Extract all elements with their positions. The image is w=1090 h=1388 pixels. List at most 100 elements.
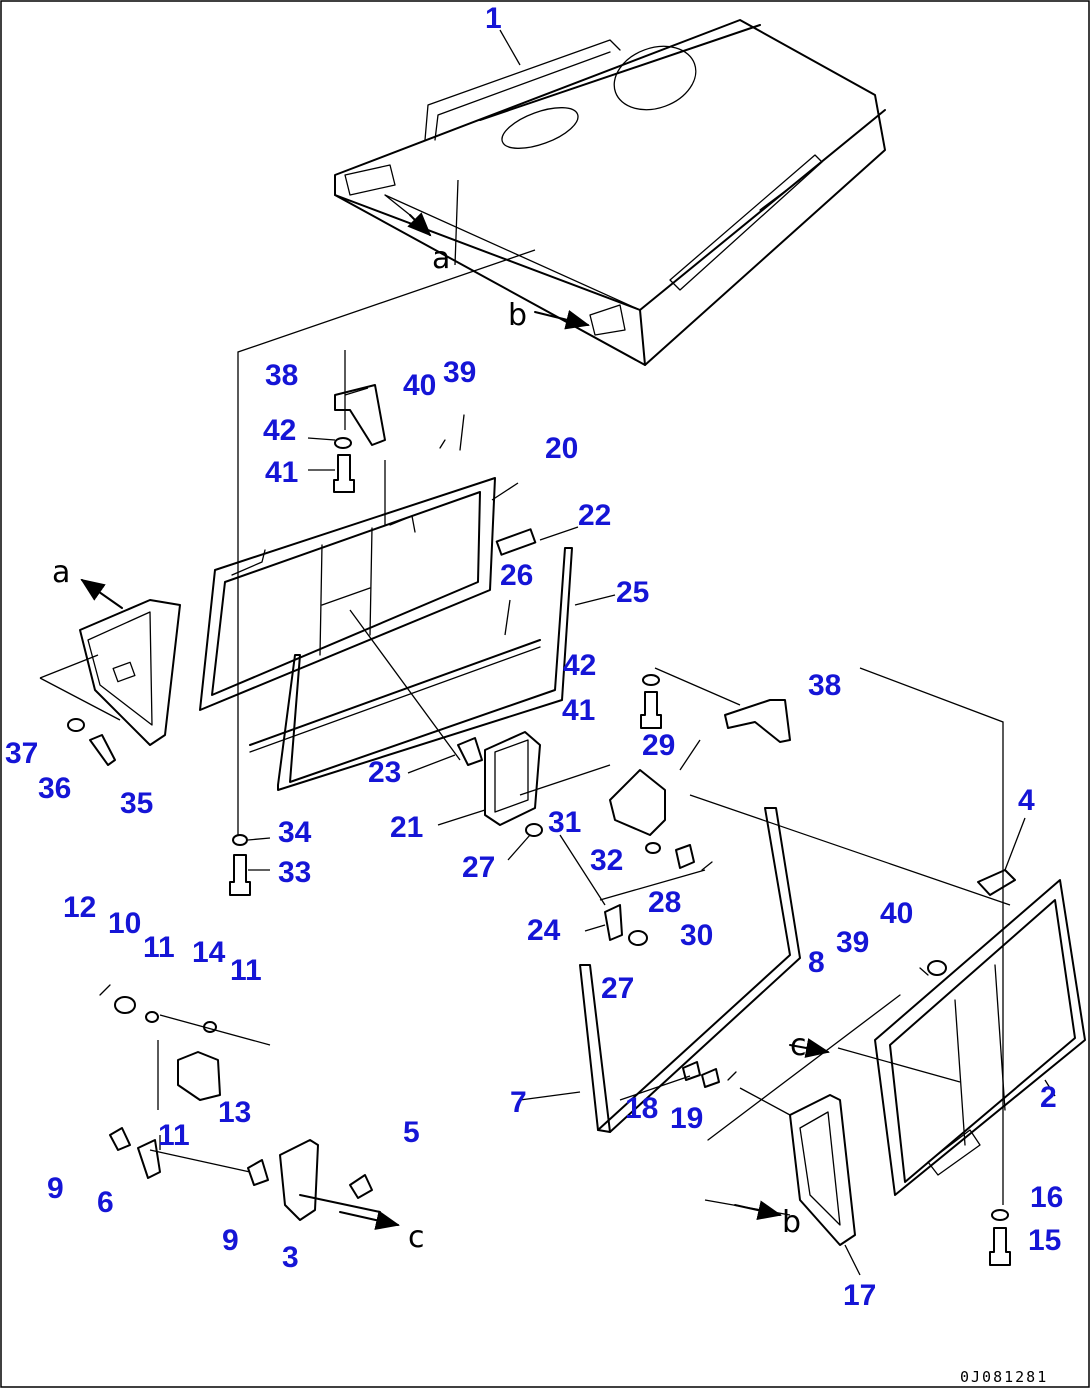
callout-31: 31	[548, 806, 581, 839]
callout-29: 29	[642, 729, 675, 762]
frame-part-25	[277, 547, 573, 791]
drawing-code: 0J081281	[960, 1368, 1048, 1386]
washer-part-34	[232, 834, 248, 846]
callout-34: 34	[278, 816, 312, 849]
bolt-part-15	[989, 1227, 1011, 1266]
callout-19: 19	[670, 1102, 703, 1135]
bolt-part-41-lower	[640, 691, 662, 729]
callout-1: 1	[485, 2, 502, 35]
hinge-part-4	[977, 869, 1016, 896]
callout-28: 28	[648, 886, 681, 919]
door-frame-part-20	[199, 477, 496, 711]
callout-21: 21	[390, 811, 423, 844]
washer-part-10	[114, 996, 136, 1014]
callout-39a: 39	[443, 356, 476, 389]
pin-part-39-lower	[919, 967, 929, 976]
side-cover-part-17	[789, 1094, 856, 1246]
plate-part-29	[609, 769, 666, 836]
callout-14: 14	[192, 936, 226, 969]
side-cover-part-35	[79, 599, 181, 746]
ref-a-left: a	[52, 555, 70, 590]
lock-part-23	[457, 737, 483, 766]
pin-part-40-upper	[439, 439, 446, 449]
pin-part-39-upper	[459, 414, 465, 451]
callout-12: 12	[63, 891, 96, 924]
arrow-c-right	[789, 1038, 830, 1058]
rod-part-8	[707, 994, 901, 1141]
callout-3: 3	[282, 1241, 299, 1274]
knob-part-5	[349, 1174, 373, 1199]
bolt-part-41-upper	[333, 454, 355, 493]
washer-part-16	[991, 1209, 1009, 1221]
callout-leaders	[247, 29, 1056, 1276]
washer-part-11-a	[145, 1011, 159, 1023]
part-40-lower	[927, 960, 947, 976]
arrow-b-bottom	[734, 1200, 782, 1220]
callout-33: 33	[278, 856, 311, 889]
callout-27b: 27	[601, 972, 634, 1005]
arrow-a-left	[80, 578, 123, 609]
pin-part-19	[727, 1071, 737, 1081]
callout-8: 8	[808, 946, 825, 979]
arrow-c-bottom	[339, 1210, 400, 1230]
part-24	[604, 904, 623, 941]
callout-25: 25	[616, 576, 649, 609]
callout-2: 2	[1040, 1081, 1057, 1114]
callout-7: 7	[510, 1086, 527, 1119]
nut-part-27-b	[628, 930, 648, 946]
callout-41b: 41	[562, 694, 595, 727]
callout-11a: 11	[143, 931, 175, 964]
plate-part-13	[177, 1051, 221, 1101]
callout-26: 26	[500, 559, 533, 592]
bracket-part-22	[495, 528, 537, 556]
part-18	[682, 1061, 701, 1081]
pin-part-30	[701, 861, 713, 871]
ref-b-top: b	[508, 298, 527, 333]
callout-23: 23	[368, 756, 401, 789]
callout-10: 10	[108, 907, 141, 940]
callout-38b: 38	[808, 669, 841, 702]
part-28	[675, 844, 695, 869]
callout-18: 18	[625, 1092, 658, 1125]
hinge-part-38-lower	[724, 699, 791, 743]
reference-letters: a a b b c c	[52, 241, 807, 1255]
pin-part-12	[99, 984, 111, 996]
arrow-b-top	[534, 310, 590, 330]
cover-part-21	[484, 731, 541, 826]
bracket-part-6	[137, 1139, 161, 1179]
washer-part-32	[645, 842, 661, 854]
callout-40b: 40	[880, 897, 913, 930]
washer-part-37	[67, 718, 85, 732]
ref-b-bottom: b	[782, 1205, 801, 1240]
callout-32: 32	[590, 844, 623, 877]
callout-16: 16	[1030, 1181, 1063, 1214]
callout-11b: 11	[230, 954, 262, 987]
callout-13: 13	[218, 1096, 251, 1129]
callout-36: 36	[38, 772, 71, 805]
callout-38a: 38	[265, 359, 298, 392]
callout-22: 22	[578, 499, 611, 532]
callout-4: 4	[1018, 784, 1035, 817]
ref-c-right: c	[790, 1028, 807, 1063]
nut-part-9-a	[109, 1127, 131, 1151]
nut-part-9-b	[247, 1159, 269, 1186]
callout-37: 37	[5, 737, 38, 770]
callout-9a: 9	[47, 1172, 64, 1205]
callout-27a: 27	[462, 851, 495, 884]
callout-42a: 42	[263, 414, 296, 447]
callout-labels: 1 2 3 4 5 6 7 8 9 9 10 11 11 11 12 13 14…	[5, 2, 1063, 1312]
rod-part-26	[249, 639, 541, 753]
door-part-2	[874, 879, 1086, 1196]
bolt-part-36	[89, 734, 116, 766]
callout-35: 35	[120, 787, 153, 820]
callout-17: 17	[843, 1279, 876, 1312]
callout-6: 6	[97, 1186, 114, 1219]
arrow-a-top	[407, 212, 432, 237]
callout-39b: 39	[836, 926, 869, 959]
callout-9b: 9	[222, 1224, 239, 1257]
bolt-part-33	[229, 854, 251, 896]
callout-40a: 40	[403, 369, 436, 402]
